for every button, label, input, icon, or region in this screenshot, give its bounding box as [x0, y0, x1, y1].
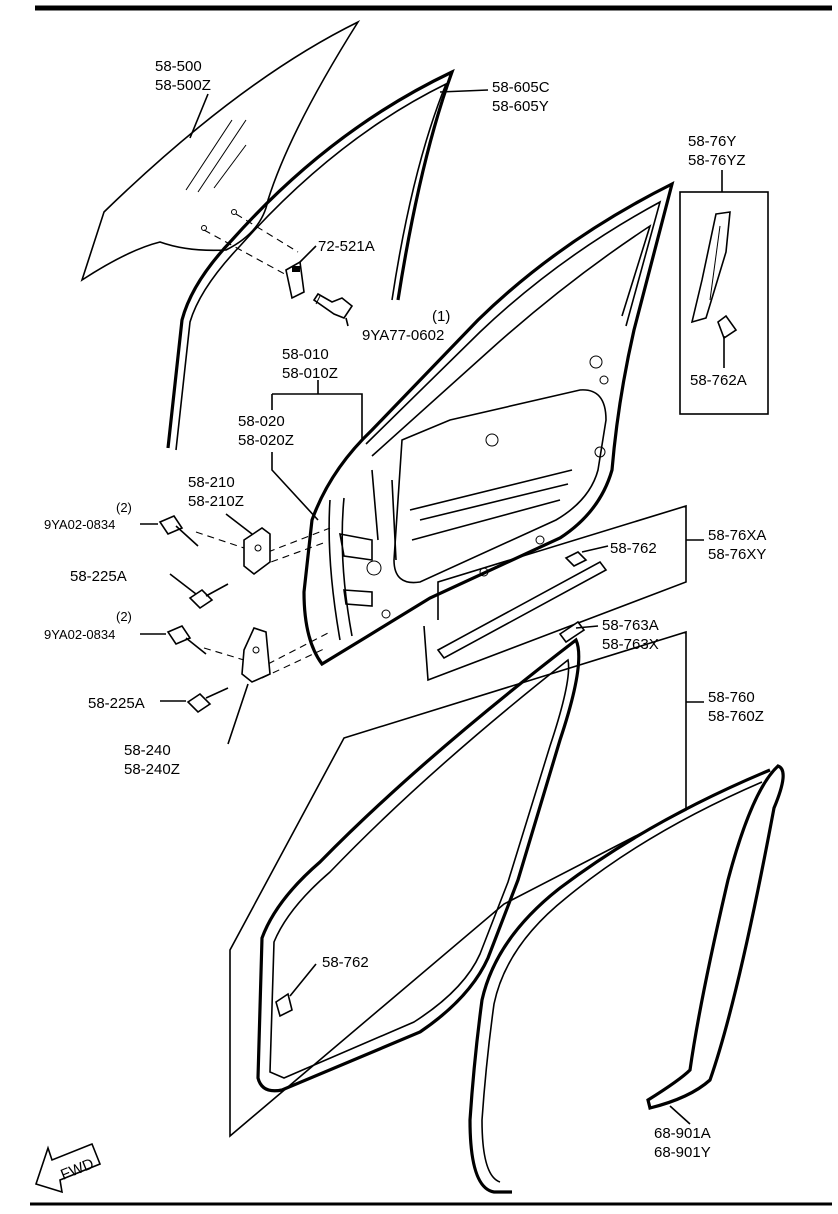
glass-run-channel	[166, 68, 455, 451]
label-58-76yz: 58-76YZ	[688, 152, 746, 169]
upper-hinge	[243, 527, 271, 576]
upper-225a-bolt	[188, 583, 229, 610]
label-lower-bolt-qty: (2)	[116, 609, 132, 624]
door-glass	[80, 20, 361, 282]
weatherstrip-box	[229, 630, 687, 1138]
label-lower-58-225a: 58-225A	[88, 695, 145, 712]
belt-molding-box	[423, 504, 687, 682]
label-58-76y: 58-76Y	[688, 133, 736, 150]
lower-225a-bolt	[186, 687, 229, 714]
label-58-020: 58-020	[238, 413, 285, 430]
label-58-76xy: 58-76XY	[708, 546, 766, 563]
weatherstrip-clip	[275, 992, 293, 1018]
belt-molding	[436, 560, 608, 660]
lower-hinge-bolt	[166, 625, 207, 655]
clip-763-leader	[575, 625, 599, 629]
label-58-500: 58-500	[155, 58, 202, 75]
label-upper-58-225a: 58-225A	[70, 568, 127, 585]
label-58-760z: 58-760Z	[708, 708, 764, 725]
leader-lines	[140, 89, 489, 745]
clip-72-521a	[285, 260, 305, 300]
lower-hinge	[241, 627, 271, 683]
label-58-240z: 58-240Z	[124, 761, 180, 778]
label-58-762-bottom: 58-762	[322, 954, 369, 971]
weatherstrip-clip-leader	[289, 963, 317, 997]
label-58-010: 58-010	[282, 346, 329, 363]
label-58-605y: 58-605Y	[492, 98, 549, 115]
labels: 58-500 58-500Z 58-605C 58-605Y 72-521A (…	[44, 58, 766, 1161]
upper-hinge-bolt	[158, 515, 199, 547]
lower-hinge-guide	[203, 631, 331, 679]
label-58-760: 58-760	[708, 689, 755, 706]
clip-763	[558, 620, 586, 644]
belt-clip	[564, 551, 588, 567]
label-9ya77-0602: 9YA77-0602	[362, 327, 444, 344]
label-68-901y: 68-901Y	[654, 1144, 711, 1161]
garnish	[690, 211, 738, 340]
label-lower-9ya02-0834: 9YA02-0834	[44, 627, 115, 642]
label-58-762a: 58-762A	[690, 372, 747, 389]
label-58-020z: 58-020Z	[238, 432, 294, 449]
label-58-763x: 58-763X	[602, 636, 659, 653]
label-58-010z: 58-010Z	[282, 365, 338, 382]
glass-clip-guide	[203, 213, 299, 279]
label-58-762-top: 58-762	[610, 540, 657, 557]
door-shell	[302, 180, 675, 667]
belt-clip-leader	[581, 545, 609, 553]
opening-seal	[468, 764, 785, 1194]
door-weatherstrip	[256, 637, 581, 1093]
label-upper-9ya02-0834: 9YA02-0834	[44, 517, 115, 532]
opening-seal-leader	[669, 1105, 691, 1125]
garnish-box	[679, 191, 769, 415]
fwd-arrow-icon	[34, 1142, 102, 1194]
label-58-76xa: 58-76XA	[708, 527, 766, 544]
label-bolt-qty-1: (1)	[432, 308, 450, 325]
label-68-901a: 68-901A	[654, 1125, 711, 1142]
upper-hinge-guide	[195, 527, 331, 567]
label-58-500z: 58-500Z	[155, 77, 211, 94]
label-58-210: 58-210	[188, 474, 235, 491]
label-58-240: 58-240	[124, 742, 171, 759]
label-58-605c: 58-605C	[492, 79, 550, 96]
label-58-210z: 58-210Z	[188, 493, 244, 510]
label-58-763a: 58-763A	[602, 617, 659, 634]
label-upper-bolt-qty: (2)	[116, 500, 132, 515]
label-72-521a: 72-521A	[318, 238, 375, 255]
bolt-9ya77	[312, 292, 354, 319]
